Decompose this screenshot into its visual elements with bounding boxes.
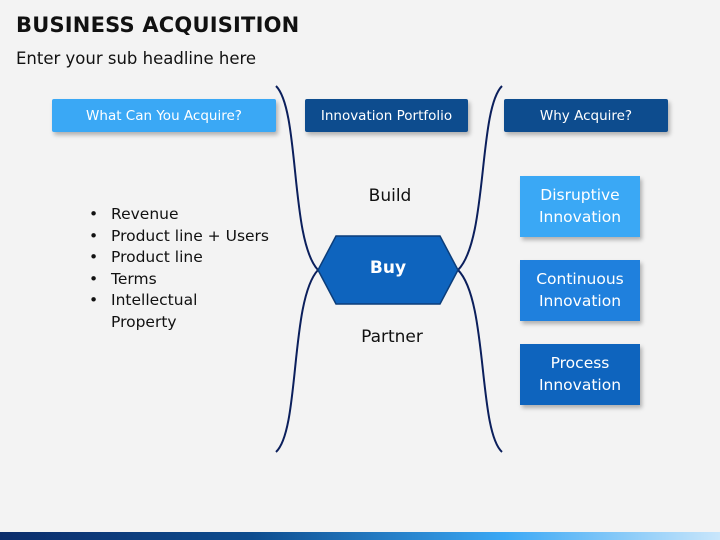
right-bracket-lower-curve <box>457 269 503 453</box>
reason-line-1: Continuous <box>536 270 624 288</box>
list-item: • Intellectual Property <box>87 290 221 333</box>
left-bracket-lower-curve <box>275 269 319 453</box>
list-item: • Product line + Users <box>87 226 269 248</box>
list-item-label: Revenue <box>111 205 179 223</box>
footer-gradient-bar <box>0 532 720 540</box>
bullet-icon: • <box>89 269 99 288</box>
left-bracket-upper-curve <box>275 85 319 271</box>
header-innovation-portfolio: Innovation Portfolio <box>305 99 468 132</box>
reason-box-continuous: Continuous Innovation <box>520 260 640 321</box>
list-item-label: Terms <box>111 269 157 288</box>
reason-line-1: Disruptive <box>540 186 620 204</box>
reason-box-process: Process Innovation <box>520 344 640 405</box>
header-why-acquire: Why Acquire? <box>504 99 668 132</box>
portfolio-top-label: Build <box>368 186 412 206</box>
list-item-label: Product line + Users <box>111 226 269 245</box>
buy-hexagon <box>317 235 459 305</box>
header-what-can-you-acquire: What Can You Acquire? <box>52 99 276 132</box>
reason-line-1: Process <box>550 354 610 372</box>
list-item-label: Product line <box>111 248 203 266</box>
reason-line-2: Innovation <box>538 207 622 226</box>
list-item-label: Intellectual Property <box>111 291 198 331</box>
right-bracket-upper-curve <box>457 85 503 271</box>
bullet-icon: • <box>89 226 99 245</box>
bullet-icon: • <box>89 248 99 266</box>
list-item: • Revenue <box>87 204 269 226</box>
list-item: • Terms <box>87 269 269 291</box>
reason-line-2: Innovation <box>538 375 622 394</box>
slide-title: BUSINESS ACQUISITION <box>16 13 300 37</box>
bullet-icon: • <box>89 291 99 309</box>
portfolio-center-label: Buy <box>369 258 407 278</box>
list-item: • Product line <box>87 247 269 269</box>
portfolio-bottom-label: Partner <box>361 327 423 347</box>
slide-subtitle: Enter your sub headline here <box>16 49 257 68</box>
reason-box-disruptive: Disruptive Innovation <box>520 176 640 237</box>
reason-line-2: Innovation <box>538 291 622 310</box>
acquire-list: • Revenue • Product line + Users • Product … <box>87 204 269 333</box>
bullet-icon: • <box>89 205 99 223</box>
